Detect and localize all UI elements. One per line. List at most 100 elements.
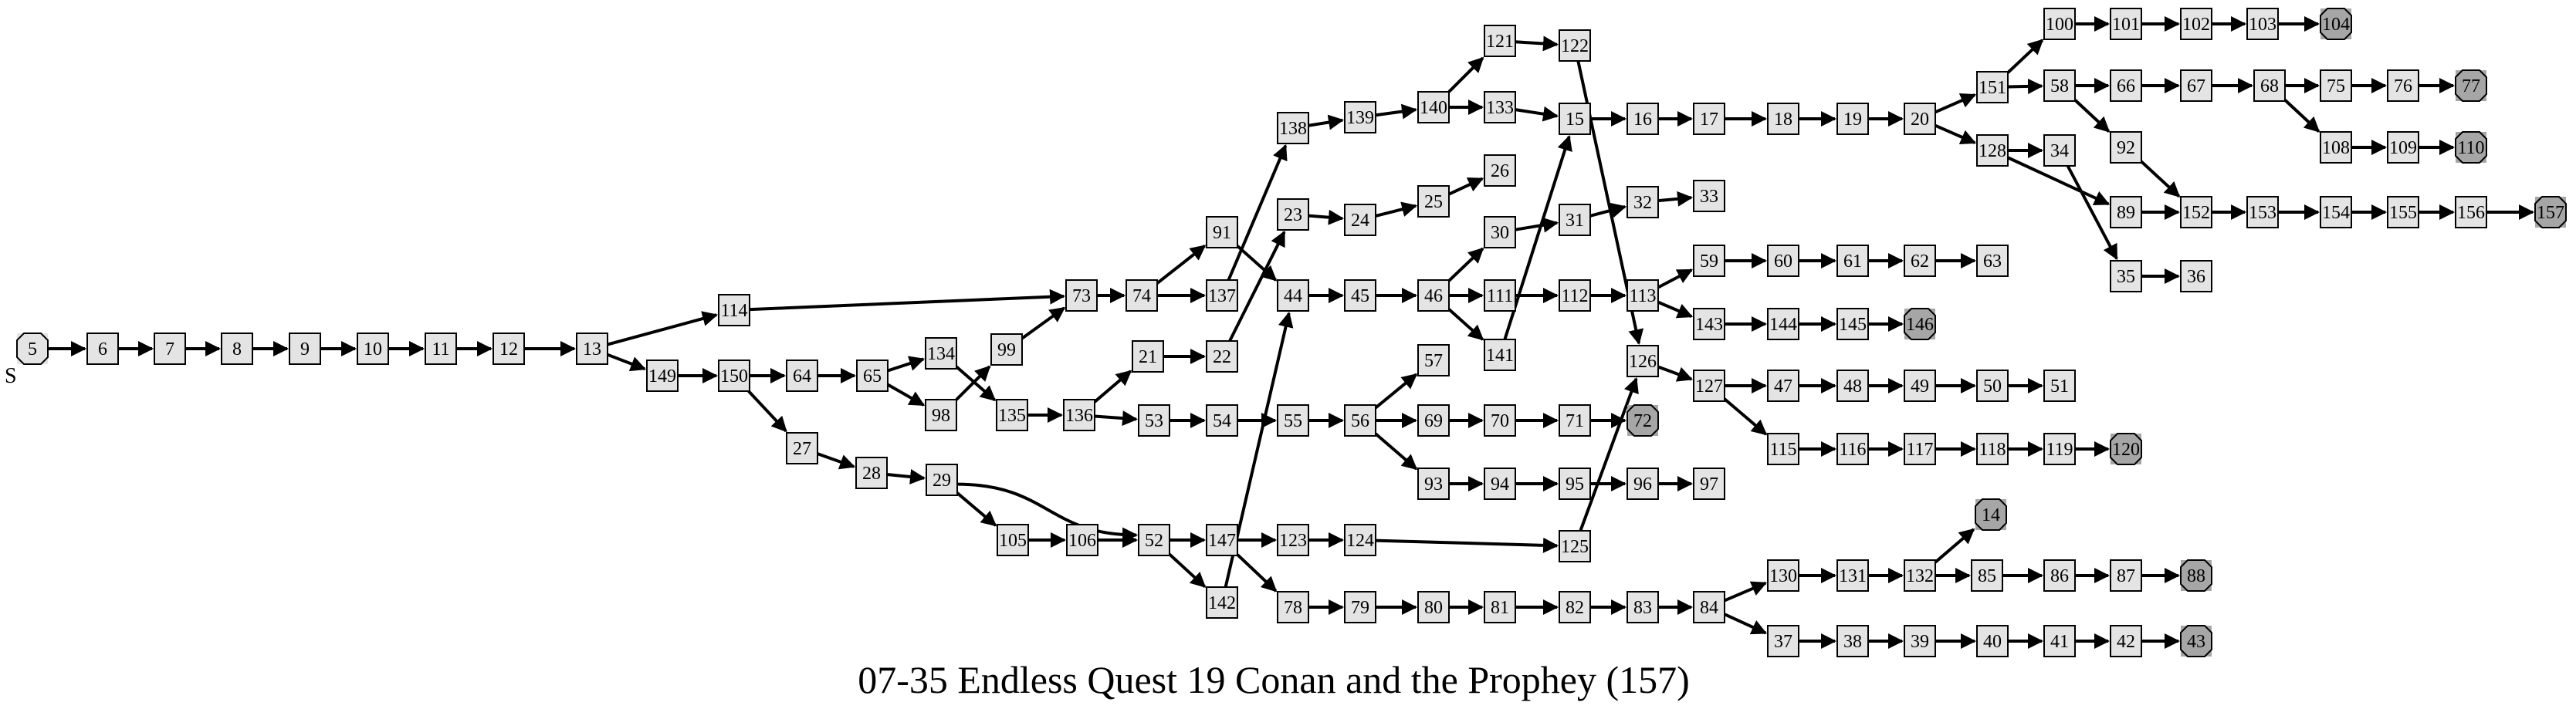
node-box — [2043, 433, 2076, 465]
node-label: 146 — [1906, 315, 1934, 335]
node-133: 133 — [1484, 91, 1516, 123]
edge-92-to-152 — [2140, 160, 2181, 198]
node-label: 143 — [1695, 315, 1723, 335]
node-label: 103 — [2249, 15, 2276, 35]
edge-27-to-28 — [817, 452, 856, 470]
node-label: 83 — [1633, 598, 1652, 618]
edge-32-to-33 — [1657, 191, 1694, 207]
node-label: 71 — [1566, 411, 1584, 431]
node-103: 103 — [2246, 8, 2279, 40]
node-label: 23 — [1284, 205, 1302, 225]
node-75: 75 — [2320, 69, 2352, 102]
node-label: 62 — [1911, 252, 1929, 272]
node-label: 87 — [2117, 566, 2135, 586]
node-box — [1627, 279, 1659, 312]
edge-56-to-93 — [1374, 432, 1418, 471]
node-label: 80 — [1424, 598, 1443, 618]
ending-node-box — [1904, 308, 1936, 340]
edge-151-to-58 — [2007, 78, 2043, 94]
node-label: 92 — [2117, 138, 2135, 158]
node-label: 50 — [1983, 376, 2002, 397]
node-label: 125 — [1561, 537, 1589, 557]
node-box — [289, 333, 321, 365]
node-label: 135 — [998, 406, 1026, 426]
node-box — [1344, 404, 1376, 437]
node-60: 60 — [1767, 245, 1799, 277]
node-17: 17 — [1693, 103, 1725, 135]
node-box — [2180, 196, 2212, 228]
edge-84-to-37 — [1724, 613, 1768, 635]
node-label: 141 — [1486, 346, 1514, 366]
node-142: 142 — [1206, 586, 1238, 619]
node-57: 57 — [1417, 344, 1450, 376]
node-label: 70 — [1491, 411, 1509, 431]
node-138: 138 — [1277, 112, 1309, 144]
node-62: 62 — [1904, 245, 1936, 277]
node-box — [1138, 524, 1170, 556]
node-label: 111 — [1487, 286, 1513, 306]
edge-128-to-89 — [2007, 156, 2111, 206]
node-box — [1976, 245, 2009, 277]
node-46: 46 — [1417, 279, 1450, 312]
node-box — [2320, 69, 2352, 102]
node-77: 77 — [2455, 69, 2487, 102]
edge-137-to-138 — [1227, 143, 1288, 281]
node-label: 120 — [2112, 440, 2140, 460]
node-box — [2320, 196, 2352, 228]
edge-140-to-121 — [1447, 56, 1484, 93]
node-134: 134 — [925, 337, 957, 370]
ending-node-box — [2110, 433, 2142, 465]
node-74: 74 — [1126, 279, 1158, 312]
node-label: 74 — [1132, 286, 1151, 306]
node-box — [357, 333, 389, 365]
edge-13-to-149 — [607, 353, 647, 372]
node-label: 27 — [793, 439, 811, 459]
node-box — [990, 333, 1023, 366]
node-label: 25 — [1424, 192, 1443, 212]
node-label: 104 — [2322, 15, 2350, 35]
node-label: 154 — [2322, 203, 2350, 223]
node-box — [1277, 198, 1309, 231]
node-label: 44 — [1284, 286, 1302, 306]
node-box — [1206, 340, 1238, 373]
node-box — [2043, 625, 2076, 657]
edge-126-to-127 — [1657, 365, 1694, 382]
node-box — [1417, 344, 1450, 376]
node-label: 64 — [793, 366, 811, 387]
node-label: 36 — [2187, 267, 2205, 287]
edge-139-to-140 — [1375, 103, 1418, 120]
node-label: 89 — [2117, 203, 2135, 223]
node-box — [1417, 91, 1450, 123]
node-137: 137 — [1206, 279, 1238, 312]
node-box — [1971, 559, 2003, 592]
node-94: 94 — [1484, 468, 1516, 500]
node-67: 67 — [2180, 69, 2212, 102]
node-132: 132 — [1904, 559, 1936, 592]
node-136: 136 — [1063, 399, 1095, 431]
node-box — [2110, 131, 2142, 164]
node-122: 122 — [1559, 29, 1591, 62]
node-box — [1836, 103, 1869, 135]
node-83: 83 — [1627, 591, 1659, 623]
node-41: 41 — [2043, 625, 2076, 657]
node-box — [1126, 279, 1158, 312]
node-99: 99 — [990, 333, 1023, 366]
node-label: 127 — [1695, 376, 1723, 397]
node-157: 157 — [2534, 196, 2567, 228]
node-label: 48 — [1843, 376, 1862, 397]
node-label: 53 — [1145, 411, 1163, 431]
node-label: 12 — [499, 339, 518, 360]
node-146: 146 — [1904, 308, 1936, 340]
node-label: 41 — [2050, 632, 2069, 652]
node-64: 64 — [786, 360, 818, 392]
edge-58-to-92 — [2073, 99, 2111, 133]
node-label: 21 — [1139, 347, 1157, 367]
node-label: 85 — [1978, 566, 1996, 586]
edge-29-to-105 — [956, 491, 997, 527]
edge-114-to-73 — [749, 289, 1065, 312]
node-32: 32 — [1627, 186, 1659, 218]
node-box — [2180, 69, 2212, 102]
node-box — [1344, 591, 1376, 623]
node-label: 115 — [1769, 440, 1796, 460]
node-26: 26 — [1484, 154, 1516, 187]
